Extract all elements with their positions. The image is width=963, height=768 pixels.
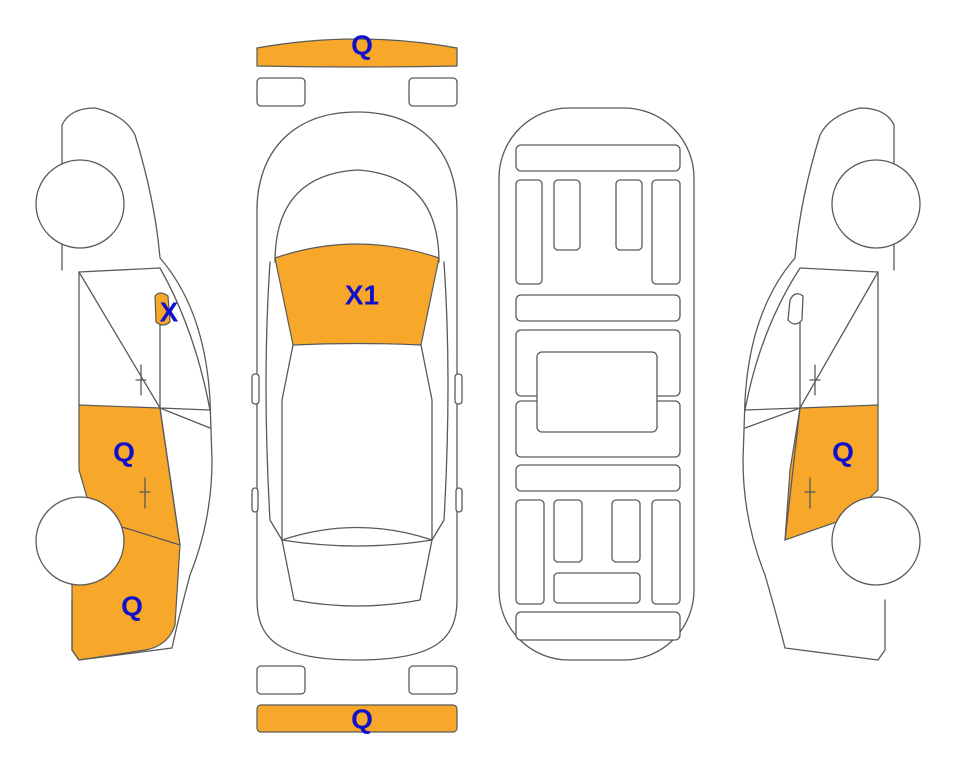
left-window-frame — [78, 267, 211, 411]
damage-labels: Q X1 Q X Q Q Q — [113, 30, 854, 735]
right-front-wheel[interactable] — [831, 496, 921, 586]
top-right-rear-handle — [455, 487, 463, 513]
underbody-front-crossmember — [515, 144, 681, 172]
rear-bumper-label: Q — [351, 704, 373, 735]
front-bumper[interactable] — [256, 38, 458, 68]
top-left-mirror[interactable] — [251, 373, 260, 405]
left-mirror-label: X — [160, 297, 179, 328]
right-door-line — [744, 407, 801, 429]
right-rear-handle — [809, 364, 821, 396]
left-front-fender-label: Q — [121, 591, 143, 622]
top-body-outline — [256, 111, 458, 661]
left-mirror[interactable] — [154, 292, 171, 326]
right-window-frame — [744, 267, 879, 411]
underbody-mid-crossmember — [515, 294, 681, 322]
underbody-front-cell-1 — [553, 179, 581, 251]
underbody-rear-cell-1 — [553, 499, 583, 563]
underbody-front-rail-right — [651, 179, 681, 285]
underbody-rear-box — [553, 572, 641, 604]
underbody-rear-rail-right — [651, 499, 681, 605]
rear-bumper[interactable] — [256, 704, 458, 733]
right-mirror[interactable] — [787, 293, 804, 325]
left-front-door-label: Q — [113, 437, 135, 468]
underbody-front-rail-left — [515, 179, 543, 285]
underbody-rear-panel — [515, 611, 681, 641]
underbody-front-cell-2 — [615, 179, 643, 251]
left-front-handle — [139, 477, 151, 509]
right-side-view — [742, 107, 921, 661]
front-left-light[interactable] — [256, 77, 306, 107]
underbody-rear-rail-left — [515, 499, 545, 605]
windshield[interactable] — [274, 243, 440, 346]
top-left-rear-handle — [251, 487, 259, 513]
left-door-line — [159, 407, 211, 429]
front-bumper-label: Q — [351, 30, 373, 61]
right-side-glass — [431, 261, 449, 541]
right-front-handle — [804, 477, 816, 509]
left-rear-handle — [135, 364, 147, 396]
right-front-door-label: Q — [832, 437, 854, 468]
underbody-center-tunnel — [536, 351, 658, 433]
top-right-mirror[interactable] — [454, 373, 463, 405]
rear-left-light[interactable] — [256, 665, 306, 695]
left-front-wheel[interactable] — [35, 496, 125, 586]
left-door-seam — [159, 319, 181, 546]
right-door-seam — [784, 319, 801, 541]
roof-outline — [281, 344, 433, 547]
underbody-view — [498, 107, 695, 661]
underbody-rear-cell-2 — [611, 499, 641, 563]
rear-right-light[interactable] — [408, 665, 458, 695]
windshield-label: X1 — [345, 280, 379, 311]
top-view — [251, 38, 463, 733]
front-right-light[interactable] — [408, 77, 458, 107]
right-rear-wheel[interactable] — [831, 159, 921, 249]
left-rear-wheel[interactable] — [35, 159, 125, 249]
rear-window — [281, 526, 433, 607]
hood-line-left — [274, 169, 358, 263]
left-side-view — [35, 107, 213, 661]
hood-line-right — [356, 169, 440, 263]
underbody-rear-crossmember — [515, 464, 681, 492]
left-side-glass — [265, 261, 283, 541]
